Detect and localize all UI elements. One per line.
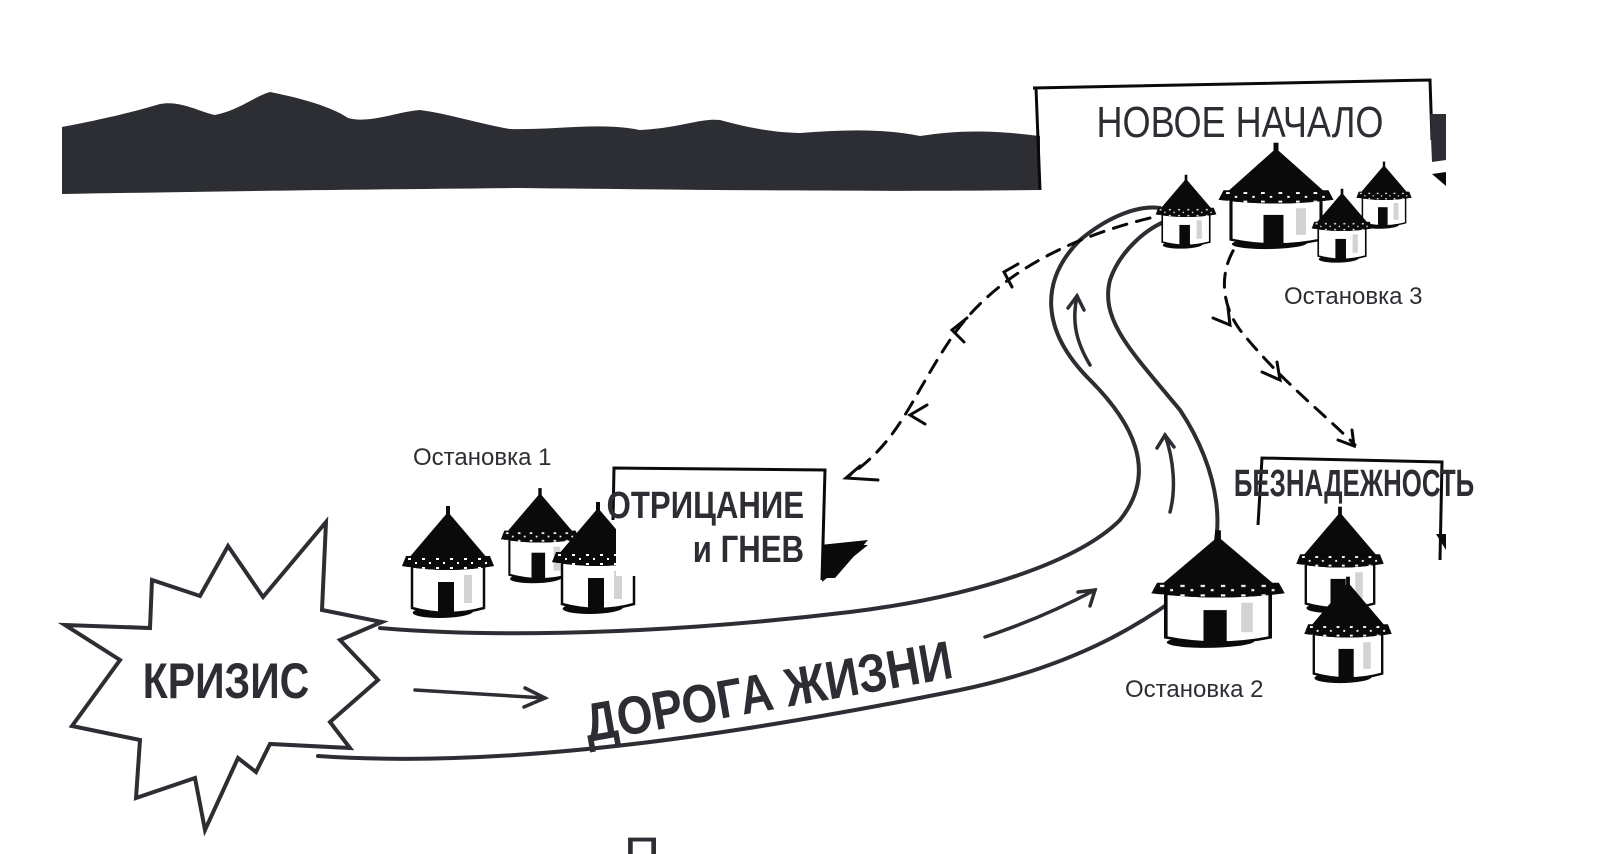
denial-anger-sign: ОТРИЦАНИЕ и ГНЕВ <box>607 466 868 582</box>
crisis-label: КРИЗИС <box>143 653 310 709</box>
stop-2: Остановка 2 БЕЗНАДЕЖНОСТЬ <box>1125 456 1474 703</box>
hut-icon <box>400 504 496 620</box>
dashed-arrow-to-denial <box>842 216 1152 482</box>
hut-icon <box>1355 160 1413 230</box>
stop-1-label: Остановка 1 <box>413 444 551 471</box>
denial-sign-line-2: и ГНЕВ <box>693 529 804 571</box>
road-label: ДОРОГА ЖИЗНИ <box>580 630 957 754</box>
stop-3-label: Остановка 3 <box>1284 283 1422 310</box>
hopelessness-sign-text: БЕЗНАДЕЖНОСТЬ <box>1234 462 1474 504</box>
mountain-range-icon <box>62 92 1040 194</box>
cut-off-title: П <box>624 827 660 854</box>
new-beginning-sign-text: НОВОЕ НАЧАЛО <box>1097 98 1384 147</box>
stop-1: Остановка 1 ОТРИЦАНИЕ и ГНЕВ <box>400 444 868 620</box>
hut-icon <box>1149 528 1287 650</box>
hopelessness-sign: БЕЗНАДЕЖНОСТЬ <box>1234 456 1474 561</box>
hut-icon <box>1216 141 1336 251</box>
new-beginning-sign: НОВОЕ НАЧАЛО <box>1032 78 1446 191</box>
road-upper-edge <box>378 205 1162 636</box>
arrow-icon <box>413 292 1176 709</box>
crisis-starburst: КРИЗИС <box>57 516 389 837</box>
denial-sign-line-1: ОТРИЦАНИЕ <box>607 485 804 527</box>
stop-2-label: Остановка 2 <box>1125 676 1263 703</box>
dashed-arrow-to-hopelessness <box>1211 230 1357 449</box>
hut-icon <box>1154 173 1218 250</box>
stop-3: НОВОЕ НАЧАЛО Остановка 3 <box>1032 78 1446 310</box>
starburst-outline <box>57 516 389 837</box>
